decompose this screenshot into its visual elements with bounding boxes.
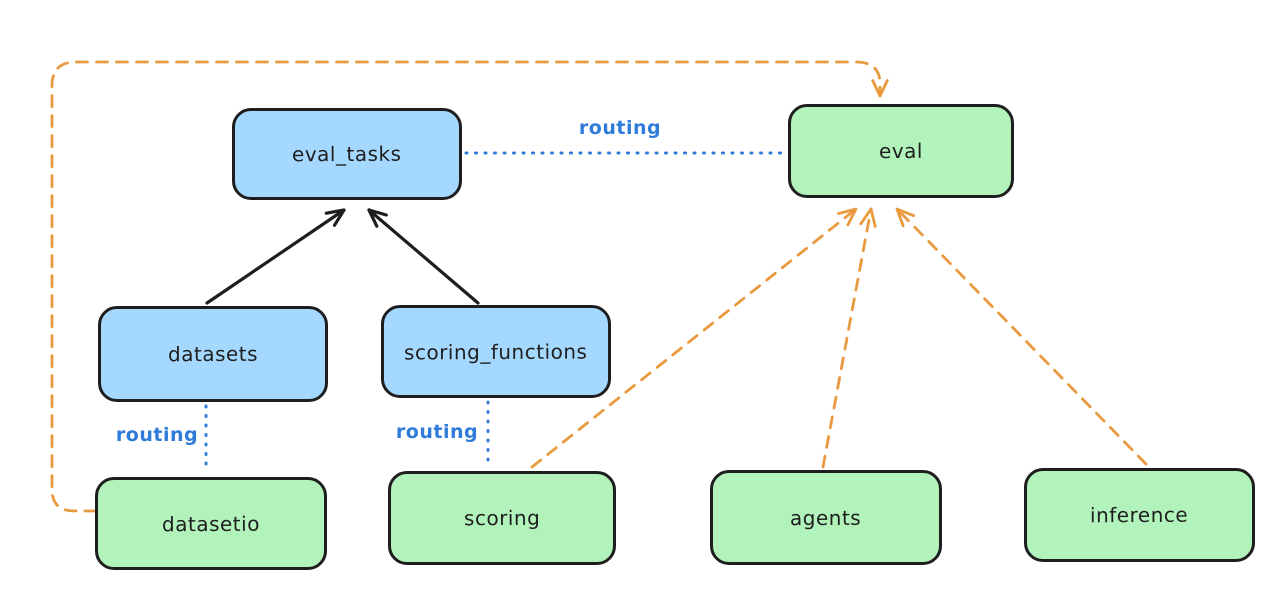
edge-datasets-to-eval_tasks [205,208,346,305]
edge-scoring_functions-to-eval_tasks-arrowhead [367,208,388,228]
edge-agents-to-eval [821,207,873,469]
edge-label-routing-scoring_functions-scoring: routing [395,421,479,443]
edge-label-routing-datasets-datasetio: routing [115,424,199,446]
node-datasets: datasets [98,306,328,402]
node-eval: eval [788,104,1014,198]
edge-agents-to-eval-arrowhead [859,207,877,228]
node-datasets-label: datasets [167,341,259,367]
node-agents-label: agents [790,505,862,530]
node-agents: agents [710,470,942,565]
node-inference: inference [1024,468,1255,562]
edge-label-routing-eval_tasks-eval: routing [578,117,662,139]
node-eval-label: eval [878,138,924,164]
node-eval_tasks: eval_tasks [232,108,462,200]
edge-datasets-to-eval_tasks-arrowhead [324,208,346,227]
node-scoring_functions: scoring_functions [381,305,611,398]
edge-datasetio-to-eval-loop [50,60,882,513]
edge-scoring_functions-to-eval_tasks [367,208,480,305]
node-eval_tasks-label: eval_tasks [292,141,402,167]
node-inference-label: inference [1090,502,1189,528]
edge-scoring-to-eval-arrowhead [837,207,858,227]
edge-inference-to-eval-arrowhead [895,207,916,228]
node-scoring: scoring [388,471,616,565]
edge-scoring-to-eval [530,207,858,469]
node-datasetio-label: datasetio [161,511,261,536]
node-scoring-label: scoring [463,505,541,531]
node-scoring_functions-label: scoring_functions [404,339,588,364]
node-datasetio: datasetio [95,477,327,570]
edge-inference-to-eval [895,207,1148,466]
edge-datasetio-to-eval-arrowhead [871,79,889,98]
